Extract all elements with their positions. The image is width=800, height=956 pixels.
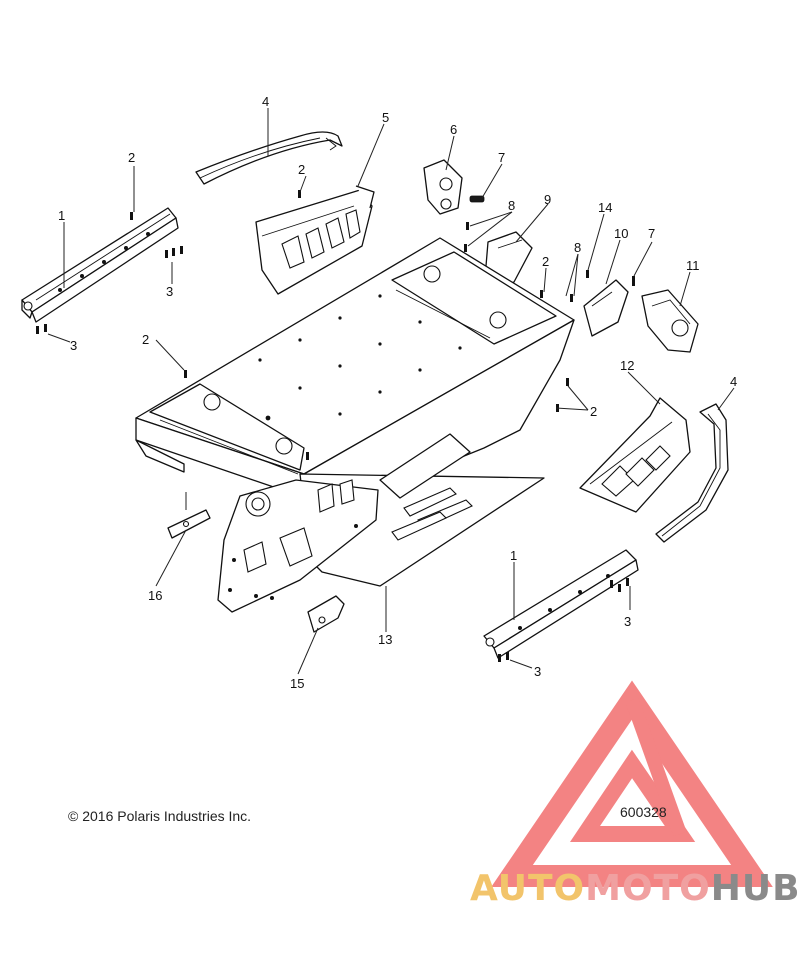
callout-14: 14 bbox=[598, 200, 612, 215]
callout-2-b: 2 bbox=[298, 162, 305, 177]
callout-8-b: 8 bbox=[574, 240, 581, 255]
callout-6: 6 bbox=[450, 122, 457, 137]
callout-3-d: 3 bbox=[534, 664, 541, 679]
part-4-right-tube bbox=[655, 403, 729, 543]
callout-16: 16 bbox=[148, 588, 162, 603]
callout-2-c: 2 bbox=[142, 332, 149, 347]
callout-12: 12 bbox=[620, 358, 634, 373]
part-5-left-footrest bbox=[255, 185, 375, 295]
watermark-logo bbox=[491, 680, 773, 887]
watermark-brand: AUTOMOTOHUB bbox=[470, 868, 800, 909]
part-4-upper-tube bbox=[195, 131, 343, 185]
diagram-part-number: 600328 bbox=[620, 804, 667, 820]
callout-2-e: 2 bbox=[590, 404, 597, 419]
part-15-bracket bbox=[307, 595, 345, 633]
callout-3-c: 3 bbox=[624, 614, 631, 629]
leader-lines bbox=[47, 108, 735, 675]
callout-8-a: 8 bbox=[508, 198, 515, 213]
part-16-bracket bbox=[167, 509, 211, 539]
callout-7-a: 7 bbox=[498, 150, 505, 165]
callout-1-right: 1 bbox=[510, 548, 517, 563]
callout-1-left: 1 bbox=[58, 208, 65, 223]
tunnel-assembly bbox=[135, 237, 575, 613]
part-11-bracket bbox=[641, 289, 699, 353]
brand-word-moto: MOTO bbox=[585, 868, 711, 909]
part-1-right-running-board bbox=[483, 549, 639, 659]
brand-word-auto: AUTO bbox=[470, 868, 586, 909]
callout-15: 15 bbox=[290, 676, 304, 691]
callout-2-d: 2 bbox=[542, 254, 549, 269]
callout-7-b: 7 bbox=[648, 226, 655, 241]
copyright-text: © 2016 Polaris Industries Inc. bbox=[68, 808, 252, 824]
callout-2-a: 2 bbox=[128, 150, 135, 165]
part-12-right-footrest bbox=[579, 397, 691, 513]
callout-9: 9 bbox=[544, 192, 551, 207]
callout-10: 10 bbox=[614, 226, 628, 241]
callout-5: 5 bbox=[382, 110, 389, 125]
callout-11: 11 bbox=[686, 258, 700, 273]
callout-3-b: 3 bbox=[70, 338, 77, 353]
callout-4-a: 4 bbox=[262, 94, 269, 109]
callout-3-a: 3 bbox=[166, 284, 173, 299]
callout-13: 13 bbox=[378, 632, 392, 647]
brand-word-hub: HUB bbox=[710, 868, 800, 909]
part-10-bracket bbox=[583, 279, 629, 337]
part-1-left-running-board bbox=[21, 207, 179, 323]
callouts: 1 1 2 2 2 2 2 3 3 3 3 4 4 5 6 7 7 8 8 9 … bbox=[58, 94, 737, 691]
part-6-bracket bbox=[423, 159, 485, 215]
callout-4-b: 4 bbox=[730, 374, 737, 389]
